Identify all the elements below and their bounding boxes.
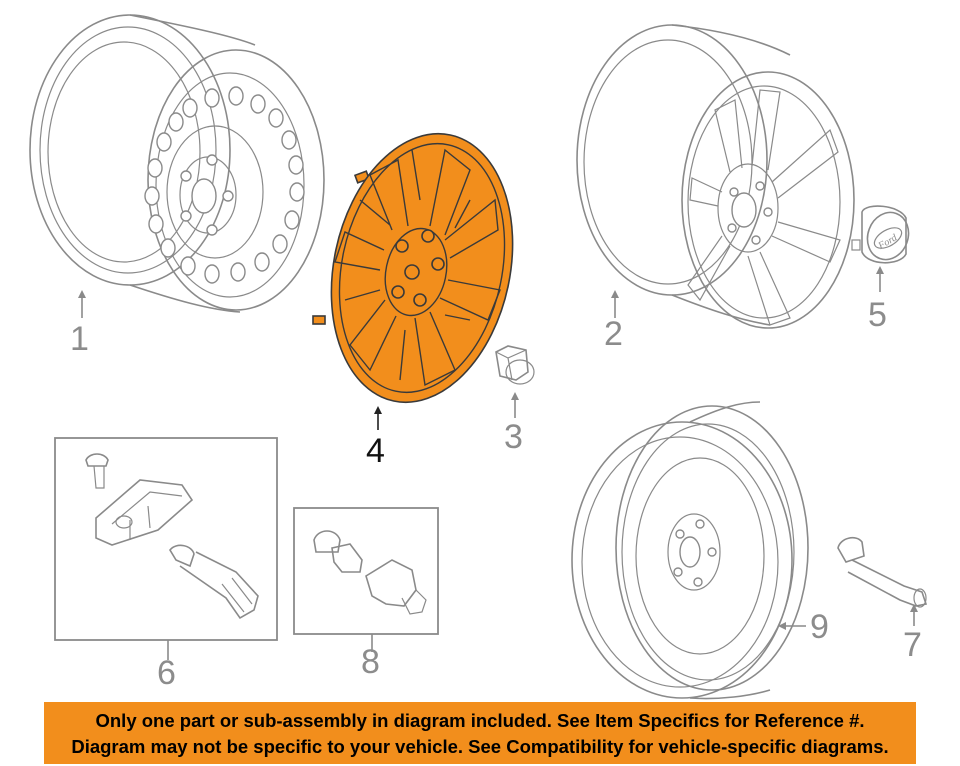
tpms-sensor-kit [54,437,278,641]
tpms-kit-box [54,437,278,641]
callout-3: 3 [504,418,523,456]
disclaimer-banner: Only one part or sub-assembly in diagram… [44,702,916,764]
disclaimer-line-1: Only one part or sub-assembly in diagram… [95,710,865,731]
valve-stem [837,536,928,608]
callout-6: 6 [157,654,176,692]
callout-7: 7 [903,626,922,664]
wheel-lock-kit [293,507,439,635]
alloy-wheel [576,24,855,329]
callout-4: 4 [366,432,385,470]
callout-8: 8 [361,643,380,681]
lug-nut [495,345,535,385]
callout-2: 2 [604,315,623,353]
center-cap: Ford [851,205,910,264]
alloy-spokes [687,89,841,326]
disclaimer-line-2: Diagram may not be specific to your vehi… [71,736,889,757]
spare-wheel [571,401,809,700]
callout-1: 1 [70,320,89,358]
ventilation-holes [144,86,305,284]
lock-kit-box [293,507,439,635]
callout-5: 5 [868,296,887,334]
cover-spokes [334,148,501,387]
wheel-cover [312,132,514,404]
steel-wheel [29,14,325,313]
callout-9: 9 [810,608,829,646]
